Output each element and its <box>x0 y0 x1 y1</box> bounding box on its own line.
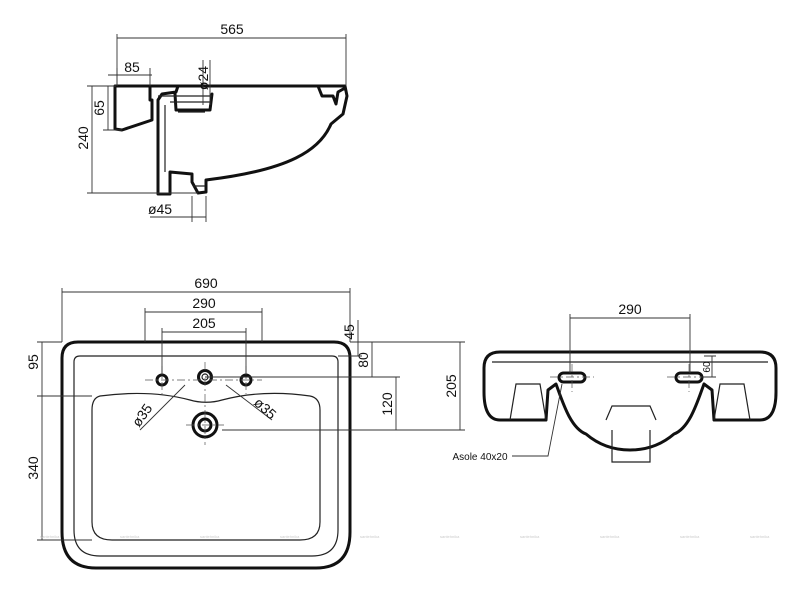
dim-340-line <box>37 396 92 541</box>
watermark: santehnika <box>40 534 60 539</box>
dim-565-line <box>116 34 347 86</box>
watermark-row: santehnika santehnika santehnika santehn… <box>40 534 770 539</box>
watermark: santehnika <box>280 534 300 539</box>
dim-565-label: 565 <box>220 21 244 37</box>
dim-290-label: 290 <box>192 295 216 311</box>
dim-60-label: 60 <box>702 361 713 373</box>
leader-35-right <box>225 384 273 421</box>
dim-95-label: 95 <box>25 354 41 370</box>
dim-205-right-line <box>350 341 465 431</box>
watermark: santehnika <box>120 534 140 539</box>
slot-center-lines <box>550 364 711 392</box>
basin-outer-outline <box>60 340 352 570</box>
dim-45-line <box>150 196 207 222</box>
leader-35-left <box>139 384 186 431</box>
dim-205-right-label: 205 <box>443 374 459 398</box>
dim-95-line <box>37 341 92 397</box>
basin-bowl-outline <box>91 392 321 541</box>
slot-note-leader <box>512 383 563 457</box>
dim-290-back-line <box>569 314 691 373</box>
dim-690-line <box>61 288 351 342</box>
side-section-view: 565 85 ø24 65 240 ø45 <box>75 21 349 222</box>
dim-24-label: ø24 <box>195 66 211 90</box>
side-inner-lines <box>158 95 212 187</box>
dim-35-right-label: ø35 <box>251 394 280 422</box>
watermark: santehnika <box>680 534 700 539</box>
watermark: santehnika <box>750 534 770 539</box>
side-profile-outline <box>113 84 349 196</box>
top-view-center-lines <box>145 362 262 445</box>
dim-240-line <box>87 85 198 194</box>
dim-24-line <box>202 60 211 105</box>
dim-65-label: 65 <box>91 100 107 116</box>
dim-45-label: 45 <box>341 324 357 340</box>
dim-120-line <box>222 376 400 431</box>
dim-85-label: 85 <box>124 59 140 75</box>
dim-80-label: 80 <box>355 352 371 368</box>
dim-205-label: 205 <box>192 315 216 331</box>
dim-340-label: 340 <box>25 456 41 480</box>
basin-rim-outline <box>73 355 339 557</box>
back-view-inner <box>492 361 768 463</box>
dim-45-label: ø45 <box>148 201 172 217</box>
dim-690-label: 690 <box>194 275 218 291</box>
back-view-outline <box>482 350 778 452</box>
watermark: santehnika <box>440 534 460 539</box>
dim-205-line <box>161 328 247 375</box>
watermark: santehnika <box>200 534 220 539</box>
dim-85-line <box>108 68 152 86</box>
dim-240-label: 240 <box>75 126 91 150</box>
top-plan-view: 690 290 205 45 80 120 205 95 340 ø35 ø35 <box>25 275 465 570</box>
dim-35-left-label: ø35 <box>128 400 155 429</box>
dim-290-line <box>144 308 263 342</box>
dim-290-back-label: 290 <box>618 301 642 317</box>
watermark: santehnika <box>600 534 620 539</box>
watermark: santehnika <box>520 534 540 539</box>
dim-60-line <box>702 355 716 378</box>
dim-120-label: 120 <box>379 392 395 416</box>
watermark: santehnika <box>360 534 380 539</box>
back-elevation-view: 290 60 Asole 40x20 <box>452 301 778 463</box>
slot-note-label: Asole 40x20 <box>452 452 507 463</box>
